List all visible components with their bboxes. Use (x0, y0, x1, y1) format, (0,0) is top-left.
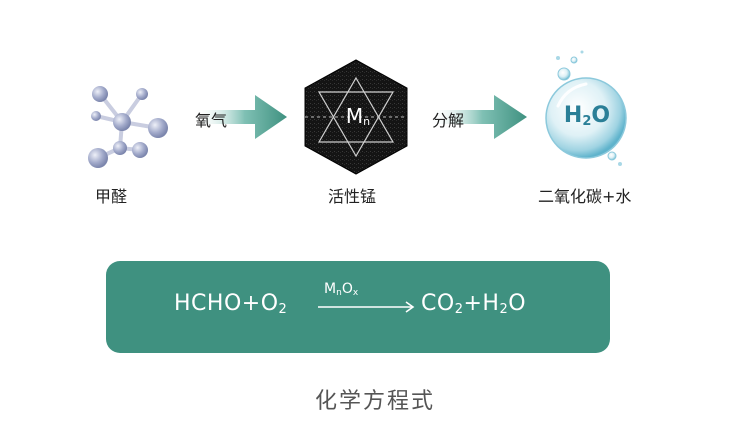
equation-products: CO2+H2O (421, 291, 526, 317)
water-badge-sub: 2 (582, 114, 592, 129)
equation-o: O (508, 291, 527, 316)
equation-panel: HCHO+O2 MnOx CO2+H2O (106, 261, 610, 353)
equation-left-main: HCHO+O (174, 291, 279, 316)
water-droplet-icon (545, 50, 627, 166)
manganese-badge-sub: n (363, 115, 371, 128)
products-label: 二氧化碳+水 (538, 187, 632, 206)
manganese-badge: Mn (338, 104, 378, 128)
formaldehyde-label: 甲醛 (95, 187, 128, 206)
caption: 化学方程式 (314, 389, 435, 414)
equation-left-sub: 2 (278, 302, 288, 317)
catalyst-n-sub: n (336, 288, 342, 298)
oxygen-label: 氧气 (195, 111, 228, 130)
reaction-arrow-icon (318, 301, 415, 313)
manganese-badge-main: M (345, 104, 364, 128)
equation-reactants: HCHO+O2 (174, 291, 287, 317)
catalyst-x-sub: x (352, 288, 359, 298)
water-badge-h: H (563, 103, 583, 128)
catalyst-o: O (341, 281, 353, 297)
formaldehyde-molecule-icon (88, 86, 168, 168)
equation-co: CO (421, 291, 455, 316)
manganese-label: 活性锰 (328, 187, 377, 206)
equation-plus-h: +H (463, 291, 500, 316)
right-arrow-icon (428, 95, 527, 139)
equation-h-sub: 2 (499, 302, 509, 317)
water-badge: H2O (560, 103, 614, 129)
right-arrow-icon (193, 95, 287, 139)
equation-catalyst: MnOx (324, 281, 358, 298)
decompose-label: 分解 (432, 111, 465, 130)
manganese-hexagon-icon (304, 59, 408, 175)
water-badge-o: O (591, 103, 611, 128)
equation-co-sub: 2 (454, 302, 464, 317)
catalyst-m: M (324, 281, 337, 297)
